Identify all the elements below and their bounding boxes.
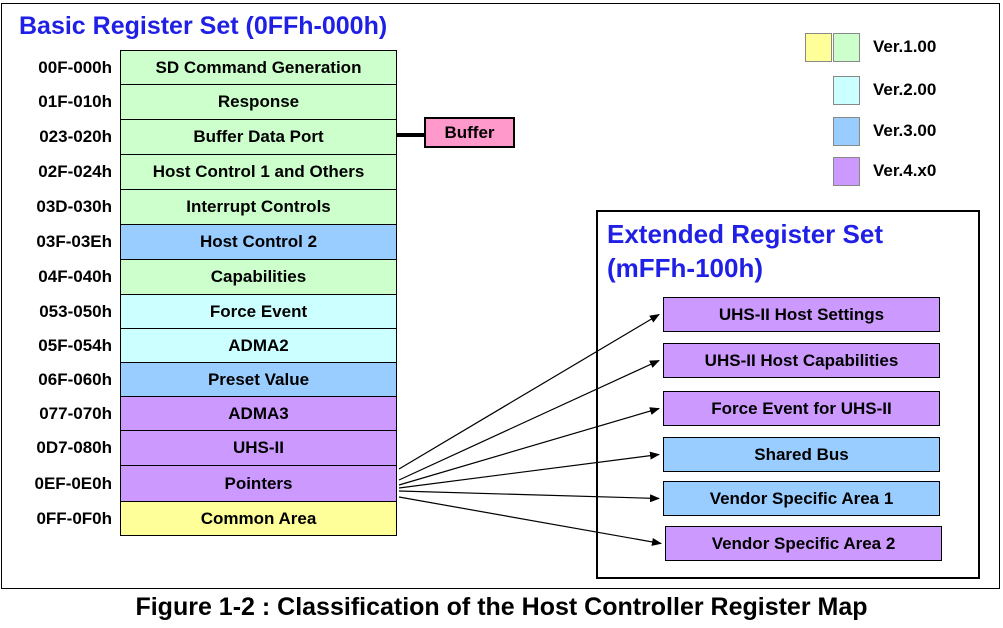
pointer-arrow (398, 407, 660, 486)
register-address: 0FF-0F0h (36, 508, 112, 528)
register-block: Pointers (120, 465, 397, 502)
legend-label: Ver.1.00 (873, 37, 937, 56)
figure-frame (1, 3, 1000, 589)
extended-register-block: Shared Bus (663, 437, 940, 472)
legend-swatch (805, 33, 832, 62)
register-block: Host Control 1 and Others (120, 154, 397, 190)
register-address: 03F-03Eh (36, 232, 112, 251)
pointer-arrow (398, 359, 660, 481)
register-address: 01F-010h (38, 92, 112, 111)
register-address: 023-020h (39, 127, 112, 146)
register-block: Host Control 2 (120, 224, 397, 260)
legend-label: Ver.4.x0 (873, 161, 937, 180)
register-block: Force Event (120, 294, 397, 329)
register-address: 053-050h (39, 301, 112, 321)
register-block: Buffer Data Port (120, 119, 397, 155)
extended-register-block: UHS-II Host Settings (663, 297, 940, 332)
figure-caption: Figure 1-2 : Classification of the Host … (135, 593, 868, 621)
buffer-box: Buffer (424, 117, 515, 148)
legend-swatch (833, 157, 860, 186)
extended-register-block: Force Event for UHS-II (663, 391, 940, 426)
register-address: 077-070h (39, 403, 112, 423)
register-address: 03D-030h (36, 197, 112, 216)
extended-register-block: UHS-II Host Capabilities (663, 343, 940, 378)
buffer-connector-line (397, 133, 424, 137)
register-block: Capabilities (120, 259, 397, 295)
legend-label: Ver.2.00 (873, 80, 937, 99)
basic-register-set-title: Basic Register Set (0FFh-000h) (19, 12, 388, 40)
extended-title-line2: (mFFh-100h) (607, 253, 763, 283)
register-block: ADMA3 (120, 396, 397, 431)
register-block: Interrupt Controls (120, 189, 397, 225)
extended-register-set-title: Extended Register Set (mFFh-100h) (607, 217, 883, 285)
legend-swatch (833, 76, 860, 105)
pointer-arrow (398, 451, 660, 489)
legend-label: Ver.3.00 (873, 121, 937, 140)
register-block: Common Area (120, 501, 397, 536)
register-block: UHS-II (120, 430, 397, 466)
extended-register-block: Vendor Specific Area 2 (665, 526, 942, 561)
register-address: 02F-024h (38, 162, 112, 181)
register-address: 0D7-080h (36, 438, 112, 457)
register-address: 00F-000h (38, 57, 112, 77)
extended-register-block: Vendor Specific Area 1 (663, 481, 940, 516)
pointer-arrow (398, 313, 660, 470)
register-address: 0EF-0E0h (34, 473, 112, 493)
register-block: Preset Value (120, 362, 397, 397)
legend-swatch (833, 117, 860, 146)
register-address: 06F-060h (38, 369, 112, 389)
pointer-arrow (398, 496, 662, 546)
legend-swatch (833, 33, 860, 62)
register-address: 04F-040h (38, 267, 112, 286)
register-address: 05F-054h (38, 335, 112, 355)
extended-title-line1: Extended Register Set (607, 219, 883, 249)
pointer-arrow (398, 490, 660, 503)
